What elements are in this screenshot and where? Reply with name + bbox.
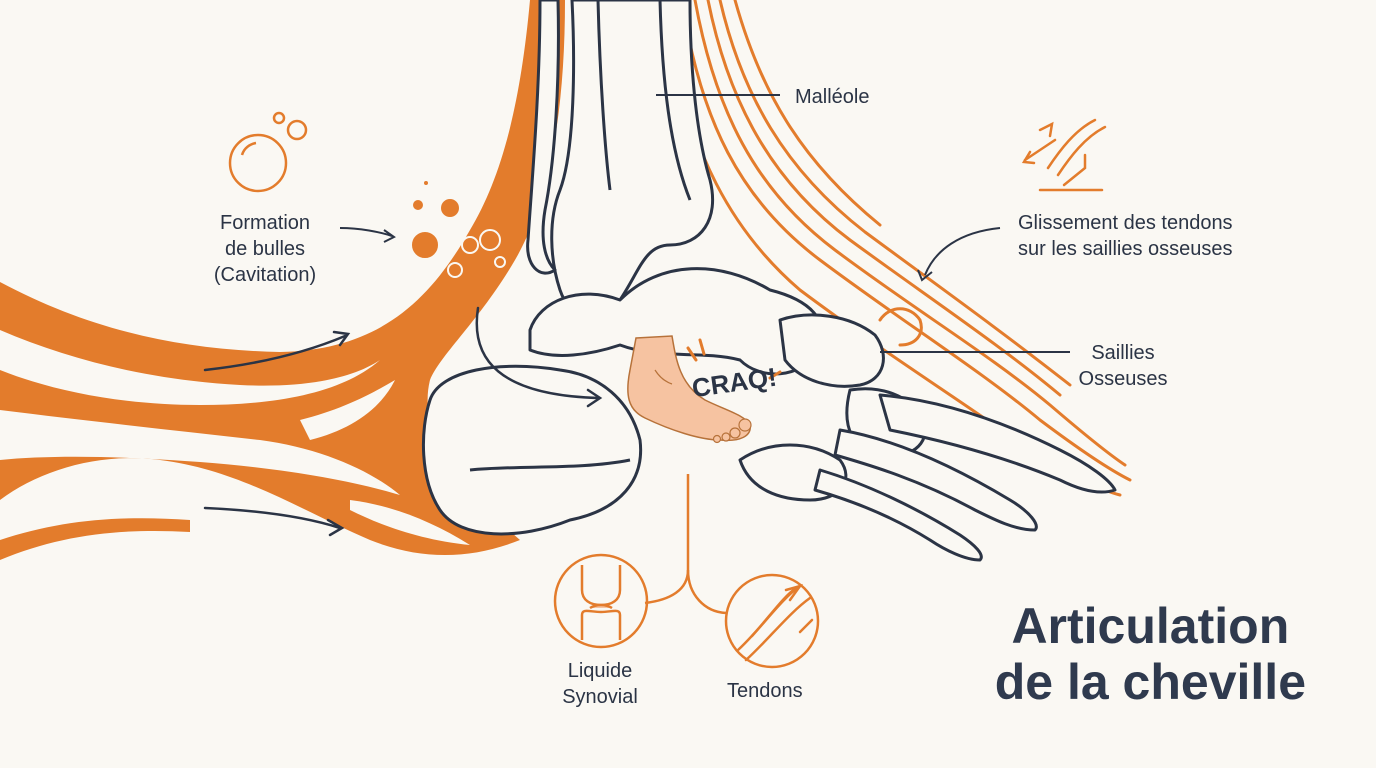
page-title: Articulation de la cheville <box>995 598 1306 710</box>
leader-lines <box>339 94 1070 353</box>
title-line1: Articulation <box>1011 598 1290 654</box>
tendon-glide-line1: Glissement des tendons <box>1018 212 1233 234</box>
tendon-glide-label: Glissement des tendons sur les saillies … <box>1018 210 1233 262</box>
synovial-line1: Liquide <box>567 660 633 682</box>
synovial-label: Liquide Synovial <box>540 658 660 710</box>
metatarsal-1 <box>878 393 1117 494</box>
bottom-connector <box>644 474 727 615</box>
saillies-label: Saillies Osseuses <box>1060 340 1186 392</box>
saillies-line2: Osseuses <box>1078 368 1168 390</box>
bubbles-icon <box>228 111 308 193</box>
joint-icon <box>553 553 649 649</box>
synovial-line2: Synovial <box>562 686 638 708</box>
foot-icon <box>627 335 752 444</box>
tendons-label: Tendons <box>727 680 803 702</box>
tendon-fibers-icon <box>724 573 820 669</box>
bubbles-label-line1: Formation <box>219 212 311 234</box>
calcaneus <box>422 364 643 536</box>
flow-arrows <box>203 306 603 537</box>
saillies-line1: Saillies <box>1091 342 1155 364</box>
metatarsal-3 <box>813 468 983 562</box>
cavitation-bubbles <box>410 179 506 278</box>
bubbles-label-line2: de bulles <box>224 238 306 260</box>
metatarsal-2 <box>833 428 1038 532</box>
malleole-label: Malléole <box>795 86 870 108</box>
title-line2: de la cheville <box>994 654 1306 710</box>
orange-fluid-flow <box>0 0 565 560</box>
craq-label: CRAQ! <box>690 362 779 404</box>
craq-burst <box>686 338 782 380</box>
tendon-glide-arrow <box>924 227 1001 276</box>
bubbles-label-line3: (Cavitation) <box>213 264 317 286</box>
bubbles-label: Formation de bulles (Cavitation) <box>200 210 330 288</box>
tendon-glide-line2: sur les saillies osseuses <box>1018 238 1233 260</box>
fibula <box>526 0 560 275</box>
tendon-rope-icon <box>1021 118 1107 192</box>
navicular <box>778 313 885 388</box>
bones <box>422 0 1117 562</box>
